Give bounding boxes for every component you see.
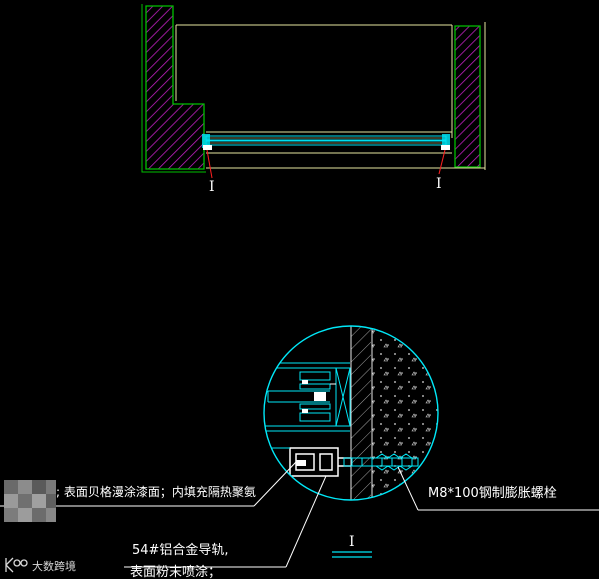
concrete-wall — [372, 326, 438, 500]
callout-rail-line1: 54#铝合金导轨, — [132, 542, 229, 558]
callouts: ; 表面贝格漫涂漆面；内填充隔热聚氨 54#铝合金导轨, 表面粉末喷涂； M8*… — [0, 461, 599, 579]
plan-view: I I — [141, 4, 486, 195]
left-wall — [145, 5, 205, 170]
gasket-block — [314, 392, 326, 401]
watermark-text: 大数跨境 — [32, 559, 76, 573]
redacted-mosaic — [4, 480, 56, 522]
section-marker-left: I — [209, 179, 215, 195]
expansion-bolt — [343, 453, 419, 471]
right-wall — [454, 25, 481, 168]
detail-circle — [263, 325, 439, 501]
section-marker-right: I — [436, 176, 442, 192]
detail-circle-outline — [263, 325, 439, 501]
sliding-panels — [202, 134, 450, 150]
section-title-marker: I — [349, 534, 355, 550]
callout-bolt: M8*100钢制膨胀螺栓 — [428, 486, 557, 501]
leader-left — [206, 149, 213, 179]
watermark: 大数跨境 — [5, 557, 76, 573]
leader-right — [438, 149, 446, 175]
callout-insulation: ; 表面贝格漫涂漆面；内填充隔热聚氨 — [56, 484, 256, 499]
callout-rail-line2: 表面粉末喷涂； — [130, 564, 221, 579]
finish-layer — [351, 326, 371, 500]
watermark-logo-icon — [5, 557, 28, 573]
